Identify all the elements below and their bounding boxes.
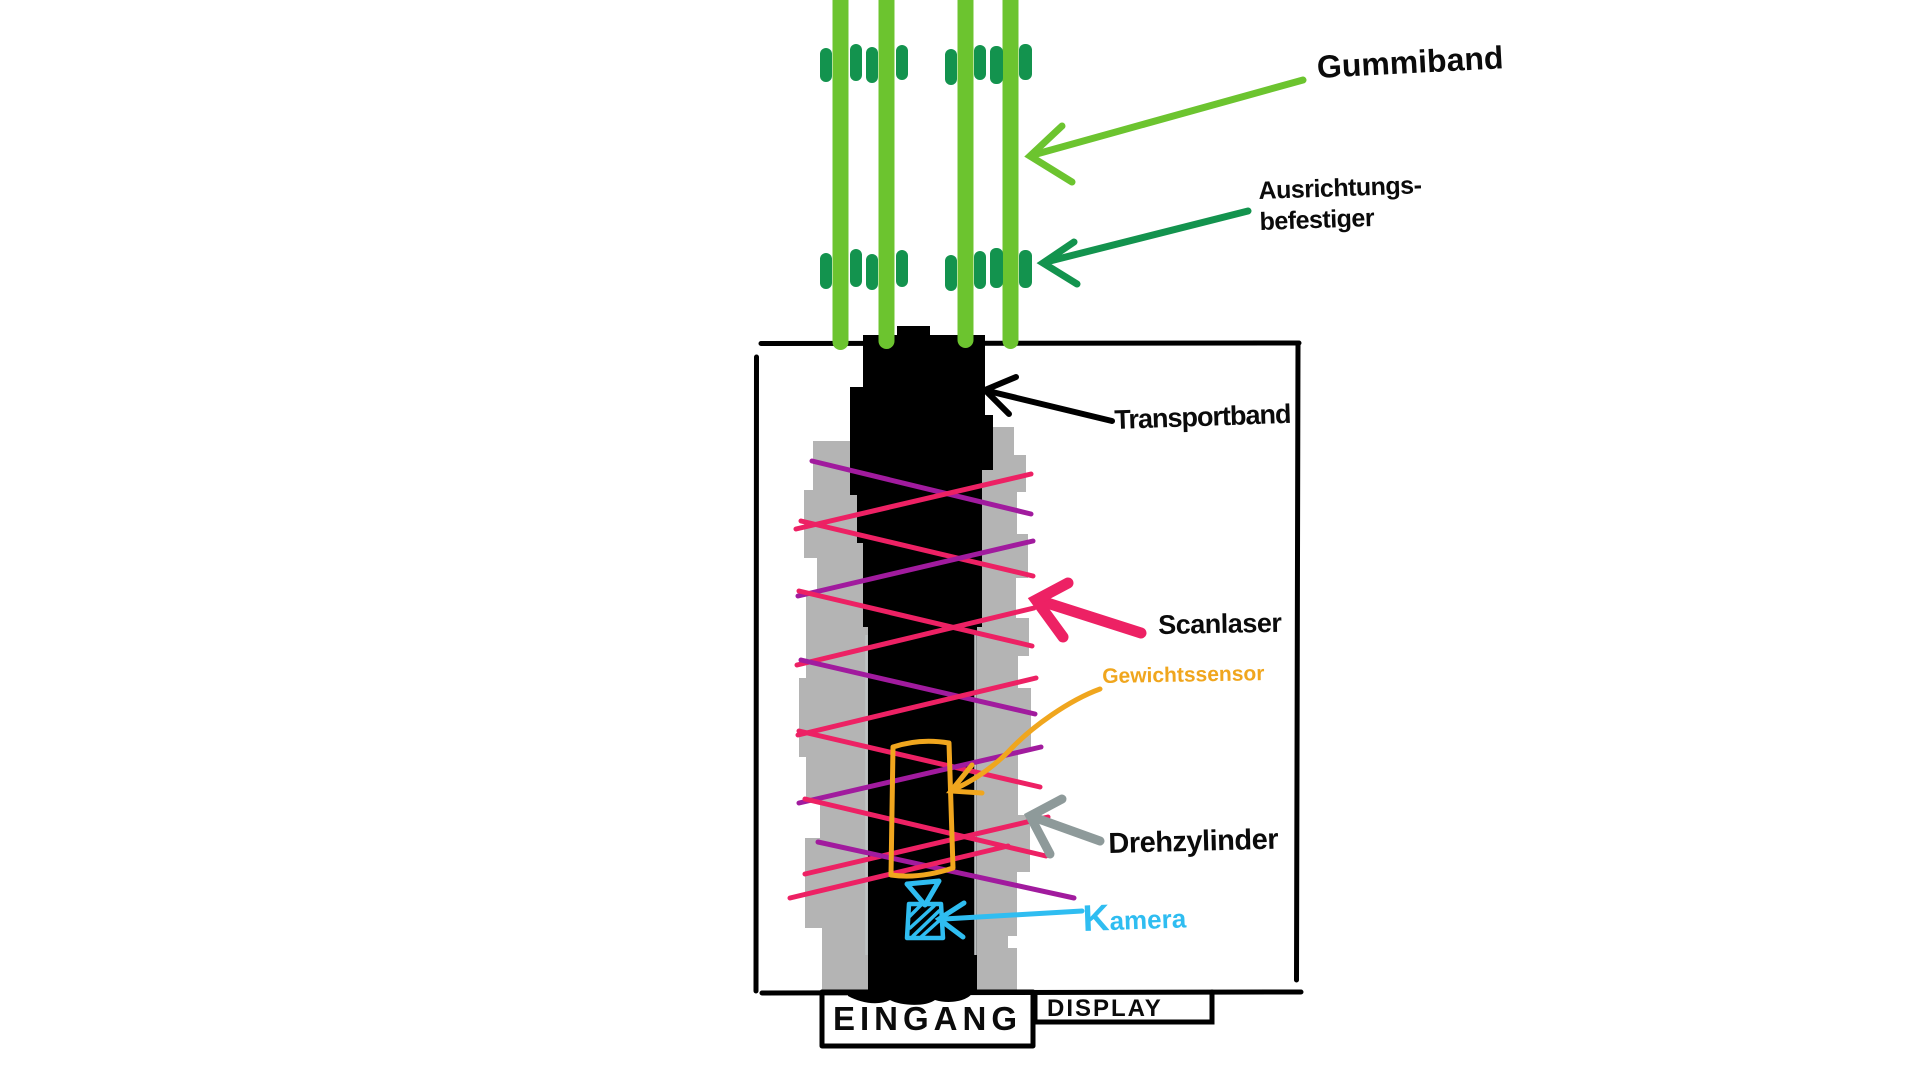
housing-left-line xyxy=(753,354,759,994)
ausrichtungsbefestiger-label-line2: befestiger xyxy=(1259,203,1375,236)
kamera-arrow xyxy=(934,900,1085,940)
camera-cone xyxy=(904,878,942,908)
transportband-arrow xyxy=(979,374,1115,424)
band-1 xyxy=(832,0,849,350)
gewichtssensor-arrow xyxy=(946,686,1103,796)
scanlaser-label: Scanlaser xyxy=(1157,607,1282,640)
camera-body xyxy=(904,901,946,941)
band-2 xyxy=(878,0,895,349)
band-3 xyxy=(957,0,974,348)
gewichtssensor-rect xyxy=(888,738,956,879)
band-4 xyxy=(1002,0,1019,349)
eingang-label: EINGANG xyxy=(832,999,1022,1037)
ausrichtungsbefestiger-arrow xyxy=(1036,207,1252,288)
ausrichtungsbefestiger-dots xyxy=(820,44,1032,291)
transportband-label: Transportband xyxy=(1113,398,1291,435)
kamera-label: Kamera xyxy=(1081,897,1187,939)
camera-icon xyxy=(904,878,946,941)
display-label: DISPLAY xyxy=(1047,995,1163,1022)
display-tab xyxy=(1032,989,1215,1025)
gummiband-bands xyxy=(832,0,1019,350)
ausrichtungsbefestiger-label: Ausrichtungs- befestiger xyxy=(1258,170,1423,238)
scanlaser-arrow xyxy=(1027,577,1147,643)
eingang-box xyxy=(819,989,1036,1049)
housing-right-line xyxy=(1294,341,1301,983)
drehzylinder-arrow xyxy=(1023,794,1105,859)
gewichtssensor-label: Gewichtssensor xyxy=(1102,662,1265,688)
ausrichtungsbefestiger-label-line1: Ausrichtungs- xyxy=(1258,171,1422,205)
drehzylinder-label: Drehzylinder xyxy=(1107,823,1279,860)
gummiband-arrow xyxy=(1024,76,1307,186)
camera-hatching xyxy=(907,903,943,939)
housing-top-line xyxy=(758,340,1302,346)
